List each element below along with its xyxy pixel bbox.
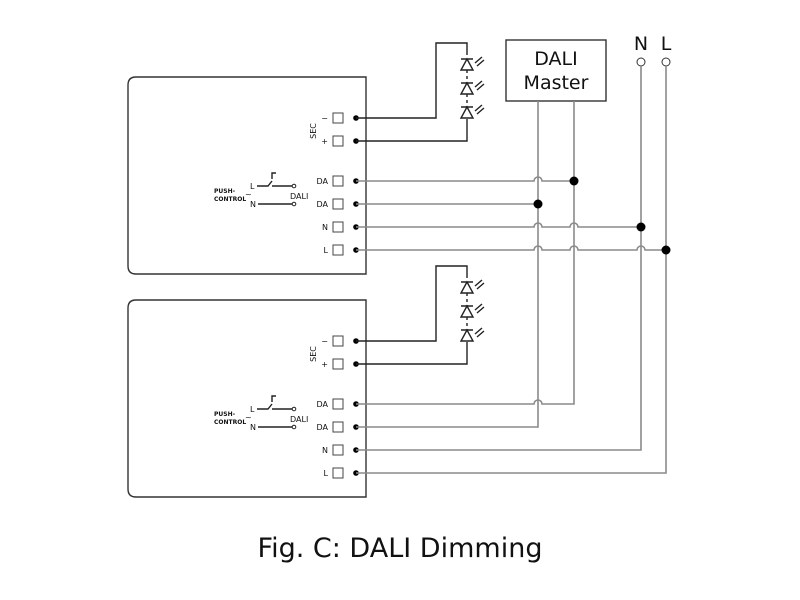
led-icon: [459, 303, 485, 330]
terminal-da-2: [332, 421, 344, 433]
junction-dot: [661, 245, 671, 255]
mains-n-label: N: [634, 33, 648, 55]
terminal-l: [332, 244, 344, 256]
junction-dot: [636, 222, 646, 232]
terminal-da-2: [332, 198, 344, 210]
terminal-da-1: [332, 398, 344, 410]
push-tilde: ~: [245, 413, 252, 422]
terminal-l-label: L: [324, 469, 329, 478]
push-l-label: L: [250, 182, 255, 191]
l-wire-top: [356, 245, 666, 251]
led-icon: [459, 327, 485, 342]
terminal-sec-minus-label: −: [321, 337, 328, 346]
terminal-sec-minus-label: −: [321, 114, 328, 123]
dali-master-label-2: Master: [524, 72, 589, 94]
terminal-sec-minus: [332, 335, 344, 347]
terminal-l: [332, 467, 344, 479]
push-n-label: N: [250, 200, 256, 209]
led-string-wire: [356, 42, 468, 142]
terminal-n-label: N: [322, 223, 328, 232]
push-dali-label: DALI: [290, 192, 308, 201]
push-l-label: L: [250, 405, 255, 414]
sec-label: SEC: [309, 346, 318, 362]
push-control-label-1: PUSH-: [214, 411, 236, 418]
led-icon: [459, 279, 485, 306]
terminal-n: [332, 444, 344, 456]
mains-n-terminal: [636, 57, 646, 67]
dali-master-label-1: DALI: [534, 48, 577, 70]
figure-caption: Fig. C: DALI Dimming: [257, 533, 543, 564]
push-terminal: [291, 183, 297, 189]
push-n-label: N: [250, 423, 256, 432]
driver-box: [127, 299, 367, 498]
terminal-l-label: L: [324, 246, 329, 255]
da1-wire-bottom: [356, 101, 575, 405]
terminal-da-2-label: DA: [317, 200, 329, 209]
terminal-da-1-label: DA: [317, 400, 329, 409]
led-icon: [459, 80, 485, 107]
push-switch-icon: [257, 395, 292, 428]
push-switch-icon: [257, 172, 292, 205]
terminal-sec-plus-label: +: [321, 360, 328, 369]
led-icon: [459, 56, 485, 83]
led-string-wire: [356, 265, 468, 365]
junction-dot: [533, 199, 543, 209]
push-control-label-2: CONTROL: [214, 196, 246, 203]
driver-box: [127, 76, 367, 275]
terminal-sec-minus: [332, 112, 344, 124]
terminal-da-1: [332, 175, 344, 187]
da2-wire-bottom: [356, 101, 539, 428]
sec-label: SEC: [309, 123, 318, 139]
push-terminal: [291, 201, 297, 207]
push-tilde: ~: [245, 190, 252, 199]
junction-dot: [569, 176, 579, 186]
terminal-n: [332, 221, 344, 233]
l-wire-bottom: [356, 66, 667, 474]
push-control-label-2: CONTROL: [214, 419, 246, 426]
mains-l-terminal: [661, 57, 671, 67]
dali-master-box: [505, 39, 607, 102]
da1-wire-top: [356, 176, 574, 182]
push-terminal: [291, 424, 297, 430]
terminal-sec-plus: [332, 135, 344, 147]
push-control-label-1: PUSH-: [214, 188, 236, 195]
terminal-da-2-label: DA: [317, 423, 329, 432]
terminal-sec-plus: [332, 358, 344, 370]
terminal-da-1-label: DA: [317, 177, 329, 186]
n-wire-bottom: [356, 66, 642, 451]
terminal-n-label: N: [322, 446, 328, 455]
terminal-sec-plus-label: +: [321, 137, 328, 146]
mains-l-label: L: [661, 33, 672, 55]
led-icon: [459, 104, 485, 119]
push-terminal: [291, 406, 297, 412]
n-wire-top: [356, 222, 641, 228]
push-dali-label: DALI: [290, 415, 308, 424]
